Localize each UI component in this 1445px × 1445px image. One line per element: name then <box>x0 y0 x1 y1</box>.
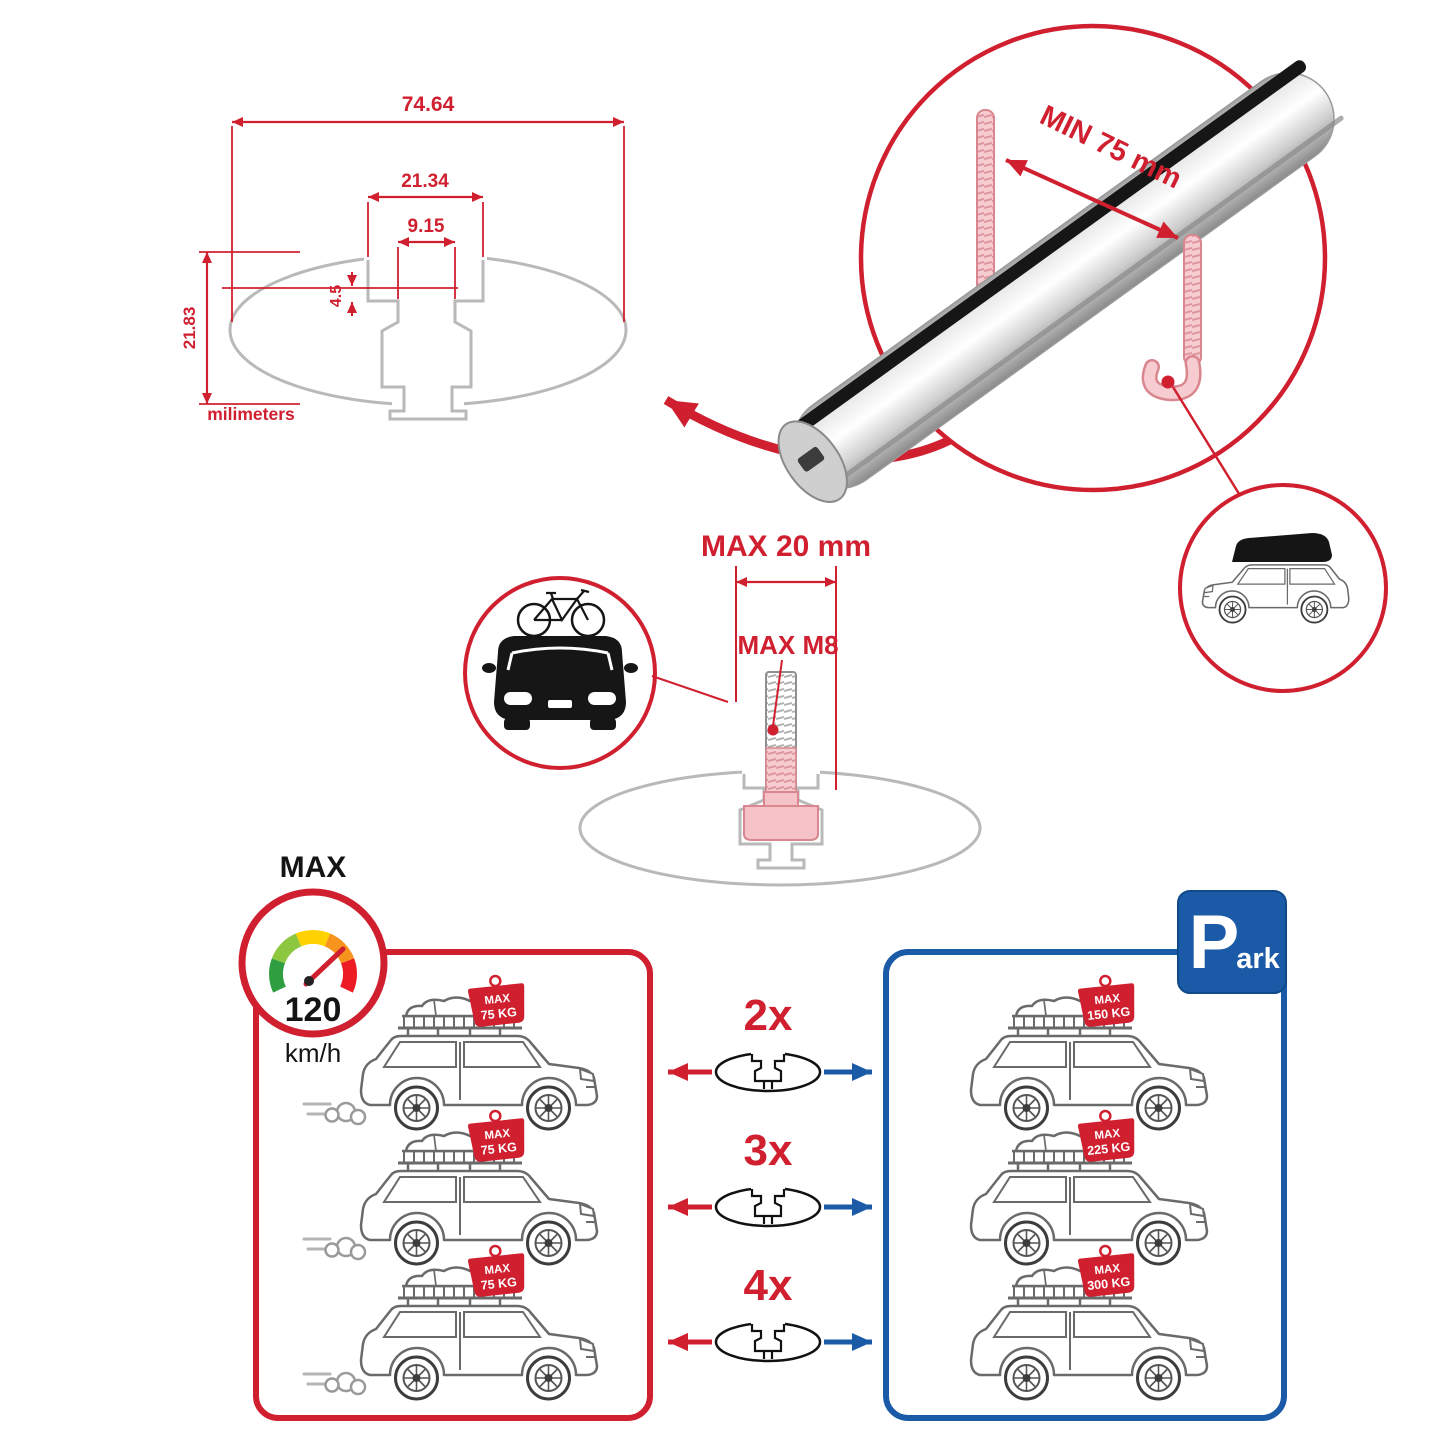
bike-leader-line <box>651 675 729 703</box>
svg-text:75 KG: 75 KG <box>480 1275 517 1293</box>
load-badge: MAX 75 KG <box>468 1109 525 1162</box>
speed-unit: km/h <box>285 1038 341 1068</box>
dim-channel-width <box>367 192 484 257</box>
speedometer-icon <box>238 888 388 1038</box>
dim-bolt-width <box>735 566 837 790</box>
dim-total-height-label: 21.83 <box>180 307 199 350</box>
multiplier-label: 4x <box>744 1261 793 1310</box>
bolt-neck <box>763 791 799 807</box>
svg-text:MAX: MAX <box>484 993 511 1008</box>
driving-panel: MAX 75 KG MAX 75 KG MAX 75 KG MAX <box>238 851 653 1421</box>
dim-channel-width-label: 21.34 <box>401 171 449 192</box>
min-span-dimension <box>1005 158 1179 240</box>
svg-text:MAX: MAX <box>1094 993 1121 1008</box>
thread-leader-line <box>772 659 783 727</box>
svg-text:75 KG: 75 KG <box>480 1005 517 1023</box>
profile-top-mask <box>364 246 487 303</box>
dim-total-height <box>199 251 300 405</box>
dim-recess-depth-label: 4.5 <box>328 285 345 307</box>
detail-leader-line <box>1171 386 1243 498</box>
load-badge: MAX 150 KG <box>1078 974 1135 1027</box>
multiplier-row-1: 2x <box>668 991 872 1093</box>
crossbar-render <box>777 60 1344 503</box>
clamp-hook <box>1141 234 1202 402</box>
svg-text:MAX: MAX <box>484 1128 511 1143</box>
load-badge: MAX 75 KG <box>468 1244 525 1297</box>
clamp-rod-rear <box>976 109 995 296</box>
bolt-head <box>743 805 819 841</box>
clamp-point-dot <box>1161 375 1175 389</box>
crossbar-profile-icon <box>714 1321 822 1363</box>
parked-panel: MAX 150 KG MAX 225 KG MAX 300 KG P ark <box>883 890 1287 1421</box>
crossbar-profile-icon <box>714 1186 822 1228</box>
max-thread-label: MAX M8 <box>737 630 838 660</box>
unit-label: milimeters <box>207 404 295 424</box>
dim-slot-width-label: 9.15 <box>408 216 445 237</box>
multiplier-label: 3x <box>744 1126 793 1175</box>
gauge-arc <box>269 929 357 993</box>
speed-limit-badge: MAX 120 km/h <box>238 851 388 1068</box>
svg-text:150 KG: 150 KG <box>1087 1005 1131 1023</box>
roofbox-car-detail <box>1178 483 1388 693</box>
motion-smoke <box>302 1101 367 1126</box>
multiplier-row-2: 3x <box>668 1126 872 1228</box>
thread-point-dot <box>767 724 779 736</box>
svg-text:225 KG: 225 KG <box>1087 1140 1131 1158</box>
svg-text:75 KG: 75 KG <box>480 1140 517 1158</box>
bolt-channel <box>738 774 824 870</box>
parking-sign: P ark <box>1177 890 1287 994</box>
motion-smoke <box>302 1236 367 1261</box>
dim-total-width <box>231 117 625 322</box>
parking-suffix: ark <box>1236 943 1280 975</box>
car-front-icon <box>482 636 638 730</box>
svg-text:MAX: MAX <box>484 1263 511 1278</box>
multiplier-row-3: 4x <box>668 1261 872 1363</box>
load-badge: MAX 225 KG <box>1078 1109 1135 1162</box>
max-width-label: MAX 20 mm <box>701 530 871 563</box>
parking-letter: P <box>1189 900 1240 985</box>
load-badge: MAX 300 KG <box>1078 1244 1135 1297</box>
profile-channel <box>366 260 485 421</box>
svg-text:MAX: MAX <box>1094 1128 1121 1143</box>
motion-smoke <box>302 1371 367 1396</box>
svg-text:MAX: MAX <box>1094 1263 1121 1278</box>
speed-max-label: MAX <box>280 851 347 884</box>
crossbar-detail: MIN 75 mm <box>663 23 1344 503</box>
bolt-shaft-inserted <box>765 747 797 793</box>
roof-box-icon <box>1232 533 1332 562</box>
crossbar-profile-icon <box>714 1051 822 1093</box>
speed-value: 120 <box>285 991 342 1029</box>
dim-slot-width <box>397 237 456 299</box>
svg-text:300 KG: 300 KG <box>1087 1275 1131 1293</box>
load-badge: MAX 75 KG <box>468 974 525 1027</box>
multiplier-label: 2x <box>744 991 793 1040</box>
bike-car-detail <box>463 576 729 770</box>
dim-total-width-label: 74.64 <box>402 93 455 116</box>
profile-dimension-diagram: 74.64 21.34 9.15 4.5 21.83 milimeters <box>180 93 628 424</box>
bolt-diagram: MAX 20 mm MAX M8 <box>578 530 982 887</box>
dim-recess-depth <box>222 272 458 316</box>
